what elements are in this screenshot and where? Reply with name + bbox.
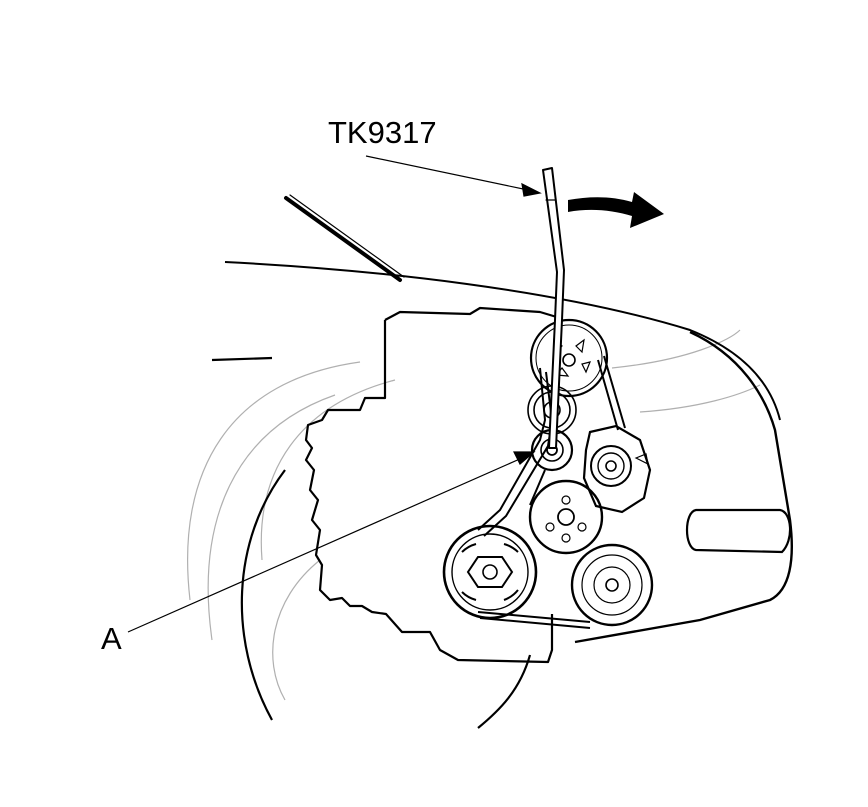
motion-arcs	[187, 329, 761, 701]
ac-compressor-pulley	[570, 543, 654, 627]
tool-callout-label: TK9317	[328, 115, 437, 150]
wheel-arcs	[240, 469, 532, 729]
engine-block	[304, 306, 561, 664]
point-a-callout-label: A	[101, 621, 122, 656]
body-outline	[211, 261, 793, 644]
water-pump-pulley	[528, 479, 604, 555]
idler-pulley-upper	[529, 318, 609, 398]
alternator-pulley	[582, 424, 652, 514]
tensioner-tool	[542, 167, 565, 449]
bumper-slot	[685, 508, 792, 554]
leader-lines	[127, 155, 542, 633]
crankshaft-pulley	[442, 524, 538, 620]
dipstick-tube	[284, 194, 405, 282]
rotation-arrow-icon	[568, 192, 664, 228]
